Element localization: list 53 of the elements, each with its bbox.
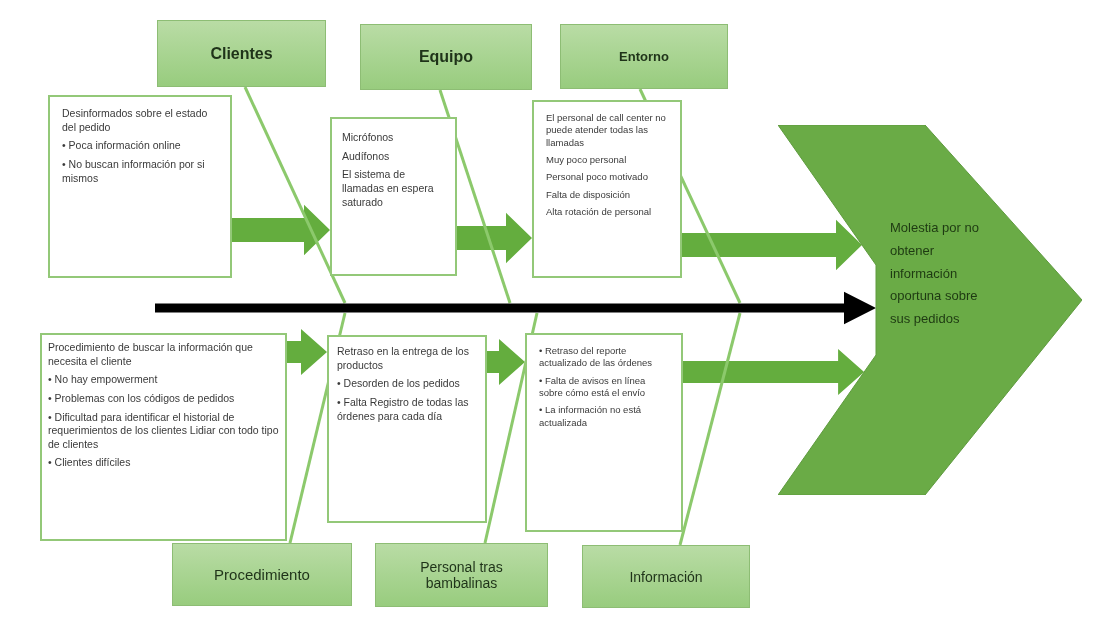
cause-box [48,95,232,278]
category-box [157,20,326,87]
block-arrow [487,338,525,386]
cause-text: Micrófonos [342,131,395,145]
category-label: Entorno [618,49,670,64]
category-box [360,24,532,90]
block-arrow [232,204,330,256]
cause-text: El personal de call center no puede atender todas las llamadas [546,112,667,150]
cause-text: • Problemas con los códigos de pedidos [48,391,236,406]
cause-text: • Falta Registro de todas las órdenes para cada día [337,395,470,424]
cause-text: • No buscan información por si mismos [62,157,206,186]
category-box [172,543,352,606]
cause-text: Procedimiento de buscar la información que necesita el cliente [48,341,254,369]
cause-text: Personal poco motivado [546,171,649,184]
cause-text: • Desorden de los pedidos [337,377,461,391]
cause-text: Audífonos [342,149,391,164]
cause-box [525,333,683,532]
cause-text: Desinformados sobre el estado del pedido [62,107,209,135]
cause-text: • La información no está actualizada [539,404,643,430]
cause-text: • Dificultad para identificar el historial de requerimientos de los clientes Lidiar con todo tipo de clientes [48,410,279,452]
bone-line [678,312,742,546]
cause-text: Retraso en la entrega de los productos [337,345,470,373]
bone-line [438,89,512,304]
cause-text: Alta rotación de personal [546,206,653,219]
cause-text: • Falta de avisos en línea sobre cómo está el envío [539,374,647,400]
category-box [560,24,728,89]
category-label: Personal tras bambalinas [419,559,504,591]
cause-box [330,117,457,276]
cause-text: • Retraso del reporte actualizado de las órdenes [539,345,654,370]
block-arrow [682,219,862,271]
effect-text: Molestia por no obtener información oportuna sobre sus pedidos [890,219,980,328]
cause-text: • Poca información online [62,139,182,153]
cause-box [532,100,682,278]
category-box [582,545,750,608]
cause-text: El sistema de llamadas en espera saturado [342,168,435,210]
cause-box [327,335,487,523]
cause-text: • Clientes difíciles [48,456,132,471]
category-label: Información [628,568,704,585]
category-label: Clientes [209,44,274,63]
cause-box [40,333,287,541]
category-box [375,543,548,607]
category-label: Equipo [417,48,475,66]
cause-text: Falta de disposición [546,188,631,202]
effect-chevron [778,125,1082,495]
spine-arrow [155,291,876,325]
block-arrow [683,348,865,396]
block-arrow [457,212,532,264]
category-label: Procedimiento [213,566,311,583]
cause-text: Muy poco personal [546,154,628,167]
bone-line [483,312,539,544]
cause-text: • No hay empowerment [48,373,159,387]
block-arrow [287,328,327,376]
bone-line [243,86,347,304]
